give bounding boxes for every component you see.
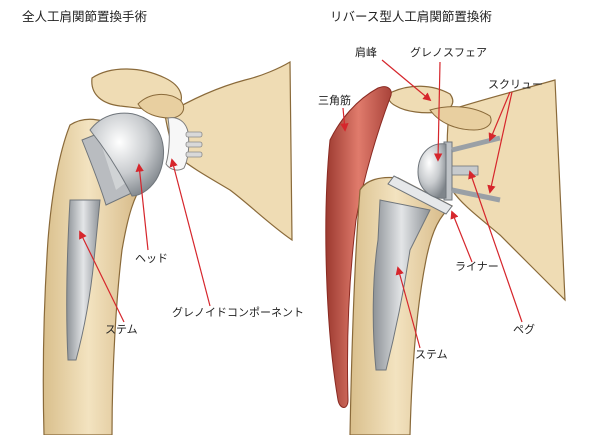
right-label-peg: ペグ — [513, 322, 535, 336]
left-scapula — [91, 60, 293, 242]
right-label-acromion: 肩峰 — [355, 45, 377, 59]
left-humerus — [42, 112, 165, 435]
right-label-liner: ライナー — [455, 260, 499, 273]
left-label-stem: ステム — [105, 323, 138, 336]
right-stem — [372, 199, 431, 371]
left-stem — [66, 199, 101, 361]
right-pointer-lines — [340, 59, 523, 349]
left-head — [89, 112, 165, 197]
left-pointer-lines — [79, 158, 211, 323]
right-title: リバース型人工肩関節置換術 — [330, 9, 492, 24]
right-label-deltoid: 三角筋 — [318, 93, 351, 107]
right-deltoid — [325, 86, 392, 408]
right-label-stem: ステム — [415, 348, 448, 361]
right-scapula — [387, 79, 566, 302]
left-label-head: ヘッド — [135, 252, 168, 265]
right-label-glenosphere: グレノスフェア — [410, 45, 487, 59]
right-peg — [451, 165, 479, 176]
left-title: 全人工肩関節置換手術 — [22, 9, 148, 24]
right-label-screw: スクリュー — [488, 78, 543, 91]
right-humerus — [349, 175, 454, 435]
left-glenoid-component — [165, 117, 190, 171]
left-label-glenoid: グレノイドコンポーネント — [172, 305, 304, 319]
